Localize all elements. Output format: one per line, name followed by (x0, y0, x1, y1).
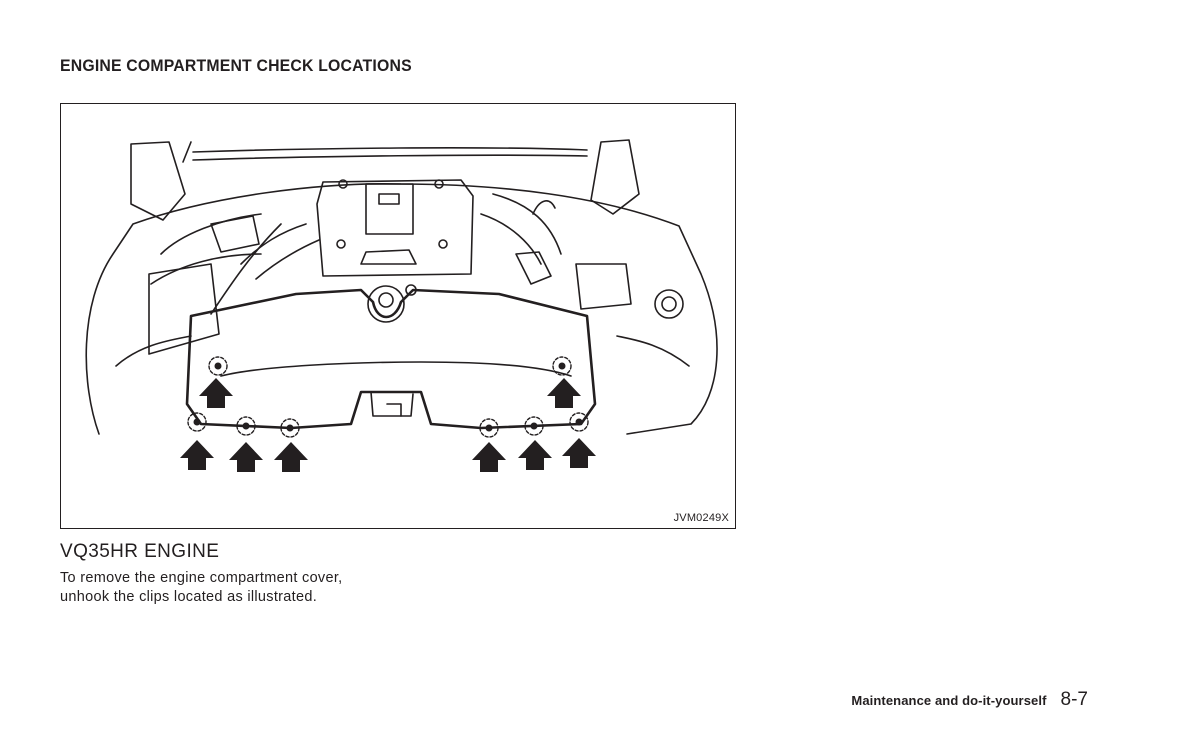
instruction-line: unhook the clips located as illustrated. (60, 589, 318, 605)
clip-arrow (180, 440, 214, 470)
clip-arrow (229, 442, 263, 472)
clip-arrow (518, 440, 552, 470)
section-title: ENGINE COMPARTMENT CHECK LOCATIONS (60, 56, 412, 75)
engine-heading: VQ35HR ENGINE (60, 541, 220, 562)
clip-arrow (199, 378, 233, 408)
clip-arrow (472, 442, 506, 472)
figure-code: JVM0249X (673, 512, 729, 524)
page-number: 8-7 (1060, 689, 1088, 710)
engine-bay-outline (85, 183, 718, 435)
clip-arrows (180, 378, 596, 472)
clip-arrow (547, 378, 581, 408)
instruction-line: To remove the engine compartment cover, (60, 570, 343, 586)
engine-compartment-cover (185, 288, 597, 430)
clip-arrow (274, 442, 308, 472)
engine-cover-top (316, 179, 474, 277)
instruction-text: To remove the engine compartment cover, … (60, 569, 420, 607)
clip-centers (193, 362, 583, 432)
engine-illustration: JVM0249X (60, 103, 736, 529)
clip-arrow (562, 438, 596, 468)
page-footer: Maintenance and do-it-yourself 8-7 (851, 689, 1088, 711)
clip-markers (187, 356, 589, 438)
footer-section-name: Maintenance and do-it-yourself (851, 693, 1047, 708)
